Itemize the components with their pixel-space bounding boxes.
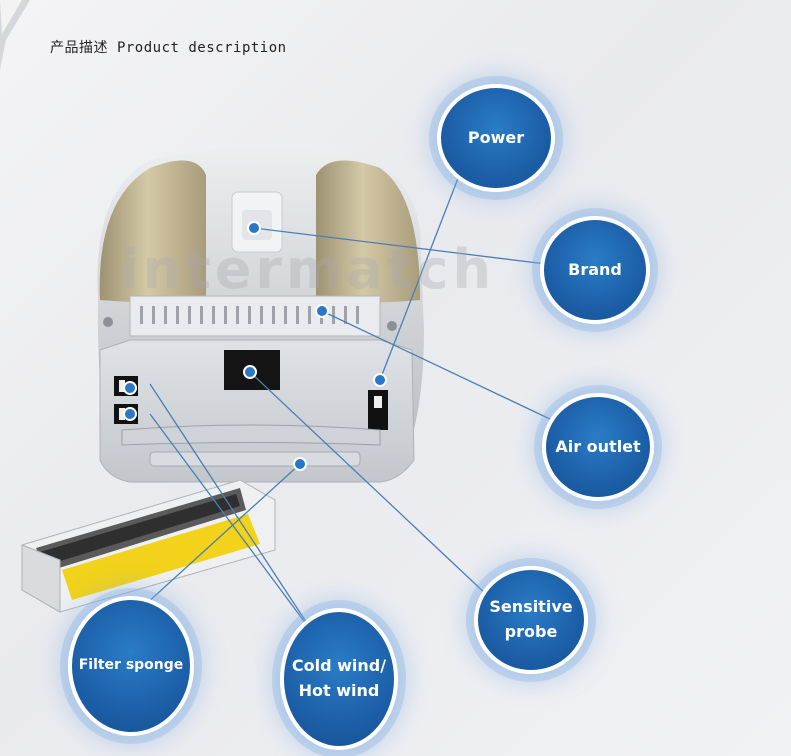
sensitive-probe-label-2: probe (504, 622, 558, 641)
page-header: 产品描述 Product description (50, 37, 287, 57)
header-title-en: Product description (116, 40, 287, 56)
air-outlet-label: Air outlet (555, 436, 641, 456)
watermark: intermatch (120, 238, 495, 301)
leader-lines (123, 167, 553, 641)
cold-hot-label-1: Cold wind/ (291, 656, 387, 676)
air-outlet-callout: Air outlet (542, 393, 654, 501)
dryer-right-panel (316, 160, 420, 303)
brand-callout: Brand (540, 216, 650, 324)
filter-sponge-label: Filter sponge (78, 657, 184, 674)
power-callout: Power (437, 84, 555, 192)
power-switch (368, 390, 388, 430)
sensitive-probe-label-1: Sensitive (489, 597, 573, 617)
filter-sponge-callout: Filter sponge (68, 596, 194, 736)
filter-cartridge (21, 479, 276, 613)
power-label: Power (467, 127, 525, 147)
dryer-front-panel (99, 339, 415, 483)
brand-label: Brand (568, 259, 622, 279)
marker-dots (123, 221, 387, 471)
sensitive-probe-callout: Sensitive probe (474, 566, 588, 674)
header-title-cn: 产品描述 (50, 40, 108, 56)
cold-hot-wind-callout: Cold wind/ Hot wind (280, 608, 398, 750)
cold-hot-label-2: Hot wind (298, 681, 380, 700)
dryer-left-panel (99, 160, 206, 303)
air-outlet-grille (129, 295, 381, 337)
corner-decoration (0, 0, 30, 70)
